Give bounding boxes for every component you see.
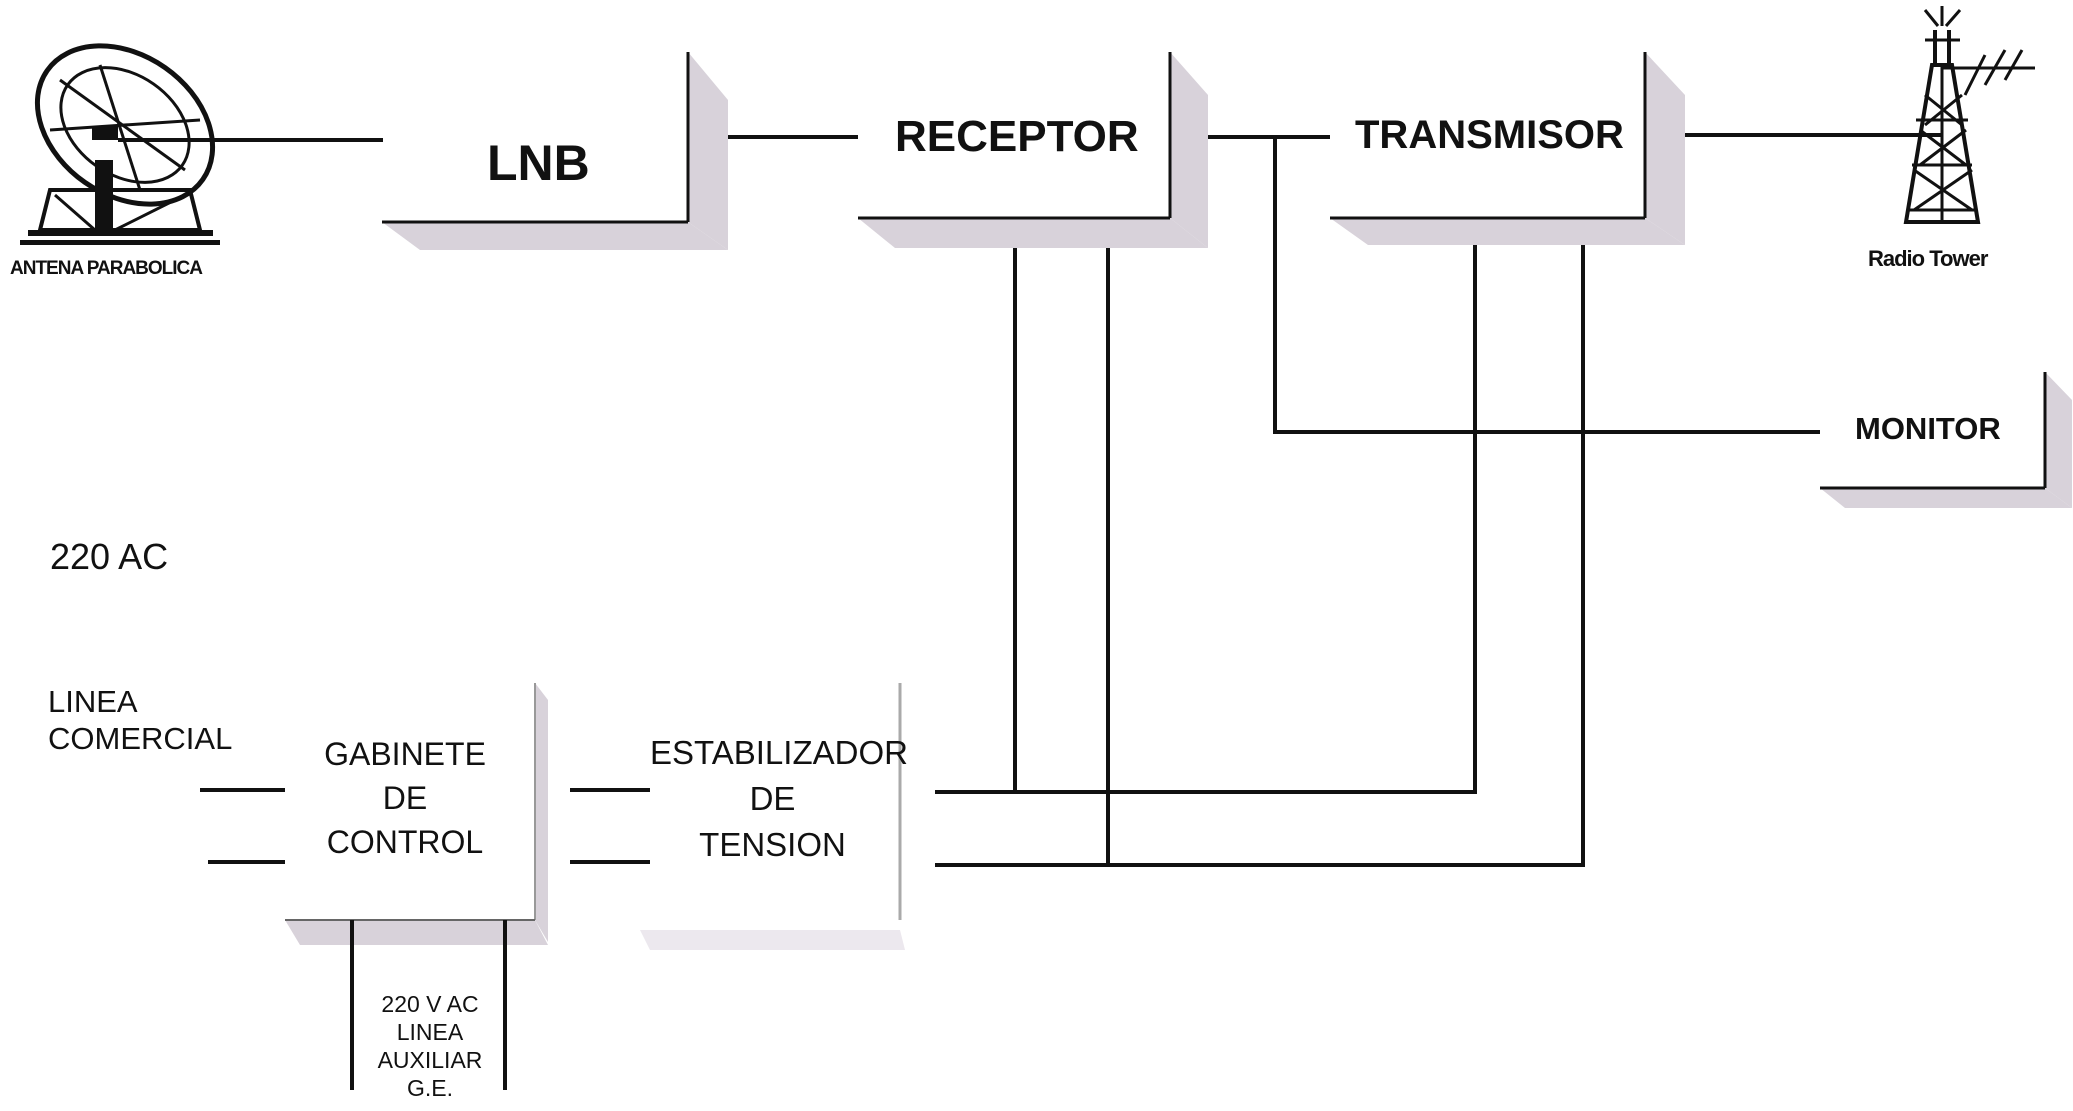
estabilizador-box — [640, 683, 905, 950]
wire-receptor-monitor — [1273, 137, 1820, 434]
radio-tower-label: Radio Tower — [1868, 246, 1988, 271]
estabilizador-label: ESTABILIZADOR DE TENSION — [650, 734, 908, 863]
antenna-label: ANTENA PARABOLICA — [10, 258, 203, 279]
satellite-dish-icon — [20, 43, 220, 245]
receptor-label: RECEPTOR — [895, 112, 1139, 161]
radio-tower-icon — [1903, 6, 2035, 224]
linea-auxiliar-label: 220 V AC LINEA AUXILIAR G.E. — [377, 991, 483, 1101]
receptor-box — [858, 52, 1208, 248]
monitor-box — [1820, 372, 2072, 508]
wire-estab-bus-2 — [935, 245, 1585, 867]
lnb-box — [382, 52, 728, 250]
transmisor-box — [1330, 52, 1685, 245]
wire-estab-bus-1 — [935, 245, 1477, 794]
gabinete-label: GABINETE DE CONTROL — [324, 736, 486, 860]
monitor-label: MONITOR — [1855, 411, 2001, 446]
wiring — [118, 133, 1942, 1090]
transmisor-label: TRANSMISOR — [1355, 113, 1624, 157]
supply-label: 220 AC — [50, 536, 169, 577]
linea-comercial-label: LINEA COMERCIAL — [48, 684, 233, 757]
lnb-label: LNB — [487, 135, 590, 191]
